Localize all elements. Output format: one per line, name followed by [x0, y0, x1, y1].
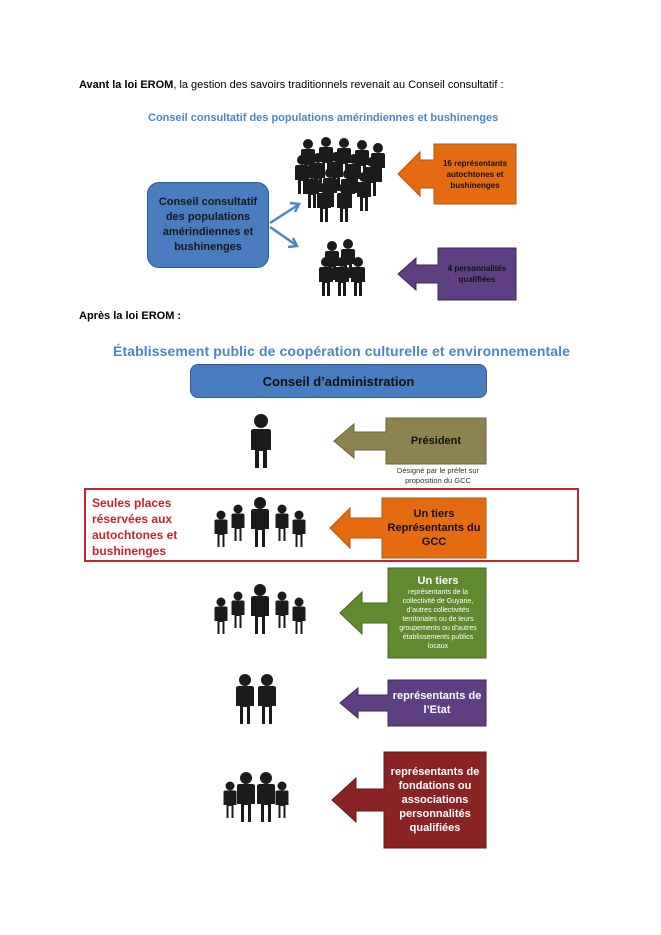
orange-label: 16 représentants autochtones et bushinen…	[442, 158, 508, 190]
arrow-left-icon	[397, 143, 517, 205]
arrow-left-icon	[329, 497, 487, 559]
president-label: Président	[410, 435, 462, 447]
collectivities-label: Un tiers représentants de la collectivit…	[392, 571, 484, 655]
conseil-consultatif-box: Conseil consultatif des populations amér…	[147, 182, 269, 268]
conseil-consultatif-label: Conseil consultatif des populations amér…	[158, 196, 258, 253]
arrow-left-icon	[331, 751, 487, 849]
people-group-icon	[214, 584, 306, 634]
purple-label: 4 personnalités qualifiées	[447, 264, 507, 284]
intro-paragraph: Avant la loi EROM, la gestion des savoir…	[79, 78, 504, 92]
people-group-icon	[319, 239, 365, 296]
arrow-left-icon	[333, 417, 487, 465]
people-group-icon	[236, 674, 276, 724]
foundations-label: représentants de fondations ou associati…	[390, 766, 480, 834]
collectivities-body: représentants de la collectivité de Guya…	[399, 589, 477, 650]
arrow-right-icon	[269, 201, 301, 249]
diagram2-title: Établissement public de coopération cult…	[113, 343, 571, 359]
person-icon	[251, 414, 271, 468]
arrow-left-icon	[339, 567, 487, 659]
state-label: représentants de l’Etat	[392, 690, 482, 716]
arrow-left-icon	[339, 679, 487, 727]
after-text: Après la loi EROM :	[79, 310, 182, 322]
gcc-label: Un tiers Représentants du GCC	[387, 508, 481, 548]
collectivities-title: Un tiers	[417, 575, 459, 587]
people-group-icon	[295, 137, 385, 222]
intro-text: , la gestion des savoirs traditionnels r…	[173, 79, 504, 91]
arrow-left-icon	[397, 247, 517, 301]
board-box: Conseil d’administration	[190, 364, 487, 398]
reserved-places-frame	[84, 488, 579, 562]
people-group-icon	[214, 497, 306, 547]
reserved-places-label: Seules places réservées aux autochtones …	[92, 496, 178, 558]
people-group-icon	[223, 772, 289, 822]
intro-bold: Avant la loi EROM	[79, 79, 174, 91]
president-note: Désigné par le préfet sur proposition du…	[396, 466, 480, 485]
board-label: Conseil d’administration	[262, 373, 415, 389]
diagram1-title: Conseil consultatif des populations amér…	[148, 112, 499, 124]
